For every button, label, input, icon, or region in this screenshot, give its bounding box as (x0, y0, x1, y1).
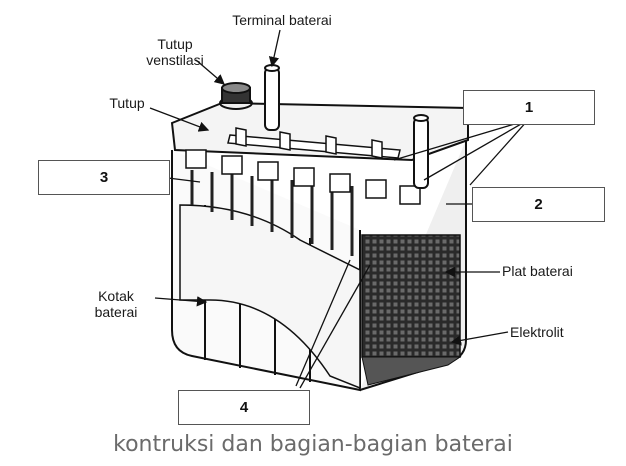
cell-connectors (227, 127, 401, 159)
case-label-line1: Kotak (98, 288, 134, 304)
battery-terminals (264, 64, 429, 189)
answer-box-4[interactable]: 4 (178, 390, 310, 425)
answer-box-2[interactable]: 2 (472, 187, 605, 222)
cover-label: Tutup (109, 95, 145, 111)
electrolyte-label: Elektrolit (510, 324, 564, 340)
vent-cap-label-line2: venstilasi (146, 52, 204, 68)
case-label: Kotak baterai (86, 288, 146, 320)
vent-cap-label-line1: Tutup (157, 36, 193, 52)
plate-label: Plat baterai (502, 263, 573, 279)
vent-cap (219, 82, 253, 110)
terminal-label: Terminal baterai (232, 12, 332, 28)
case-label-line2: baterai (94, 304, 138, 320)
vent-cap-label: Tutup venstilasi (133, 36, 217, 68)
leader-lines (149, 29, 529, 389)
answer-box-3[interactable]: 3 (38, 160, 170, 195)
diagram-caption: kontruksi dan bagian-bagian baterai (113, 432, 513, 457)
answer-box-1[interactable]: 1 (463, 90, 595, 125)
